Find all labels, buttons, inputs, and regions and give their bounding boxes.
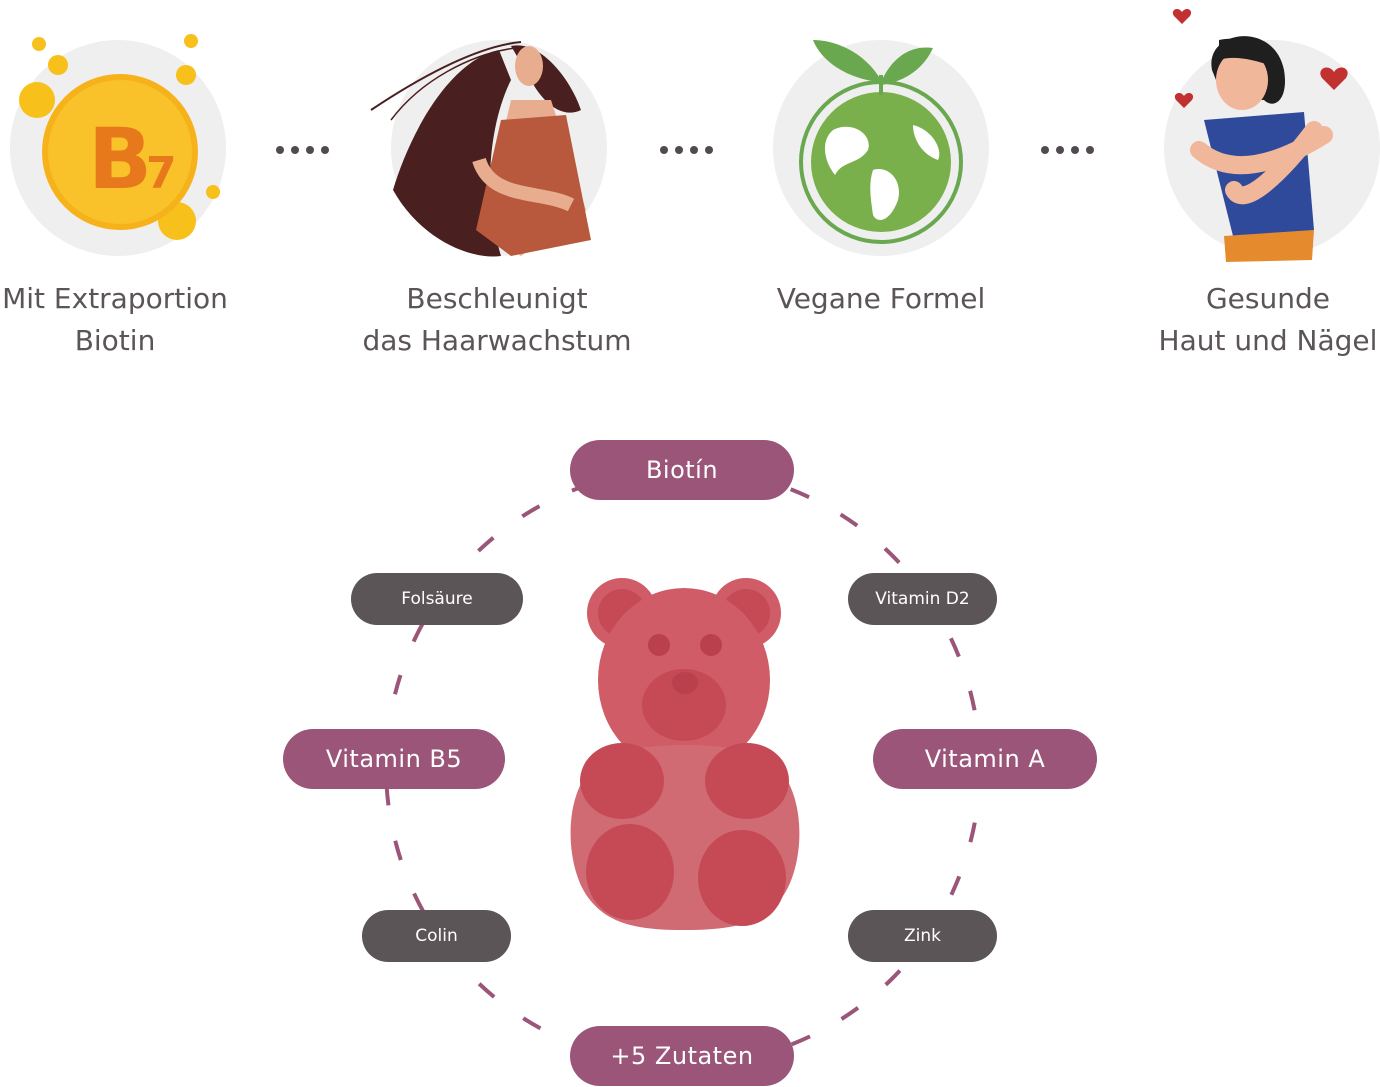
ingredient-pill-biotin: Biotín xyxy=(570,440,794,500)
ingredient-pill-more: +5 Zutaten xyxy=(570,1026,794,1086)
ingredient-pill-vitamin-a: Vitamin A xyxy=(873,729,1097,789)
woman-long-hair-illustration xyxy=(370,41,591,257)
benefit-image-hair xyxy=(370,40,607,257)
dotted-connector xyxy=(660,146,713,154)
ingredient-pill-choline: Colin xyxy=(362,910,511,962)
benefit-image-vegan xyxy=(773,40,989,256)
dotted-connector xyxy=(276,146,329,154)
ingredient-pill-folic-acid: Folsäure xyxy=(351,573,523,625)
ingredient-pill-zinc: Zink xyxy=(848,910,997,962)
svg-text:7: 7 xyxy=(146,148,177,199)
green-earth-sprout-icon xyxy=(799,40,963,244)
svg-text:B: B xyxy=(88,110,152,208)
woman-hugging-hearts-illustration xyxy=(1172,9,1348,262)
dotted-connector xyxy=(1041,146,1094,154)
vitamin-b7-icon: B 7 xyxy=(19,34,220,240)
ingredient-pill-vitamin-b5: Vitamin B5 xyxy=(283,729,505,789)
benefit-caption: Vegane Formel xyxy=(776,282,986,315)
benefit-image-biotin: B 7 xyxy=(10,34,226,256)
ingredient-pill-vitamin-d2: Vitamin D2 xyxy=(848,573,997,625)
benefit-image-skin xyxy=(1164,9,1380,262)
